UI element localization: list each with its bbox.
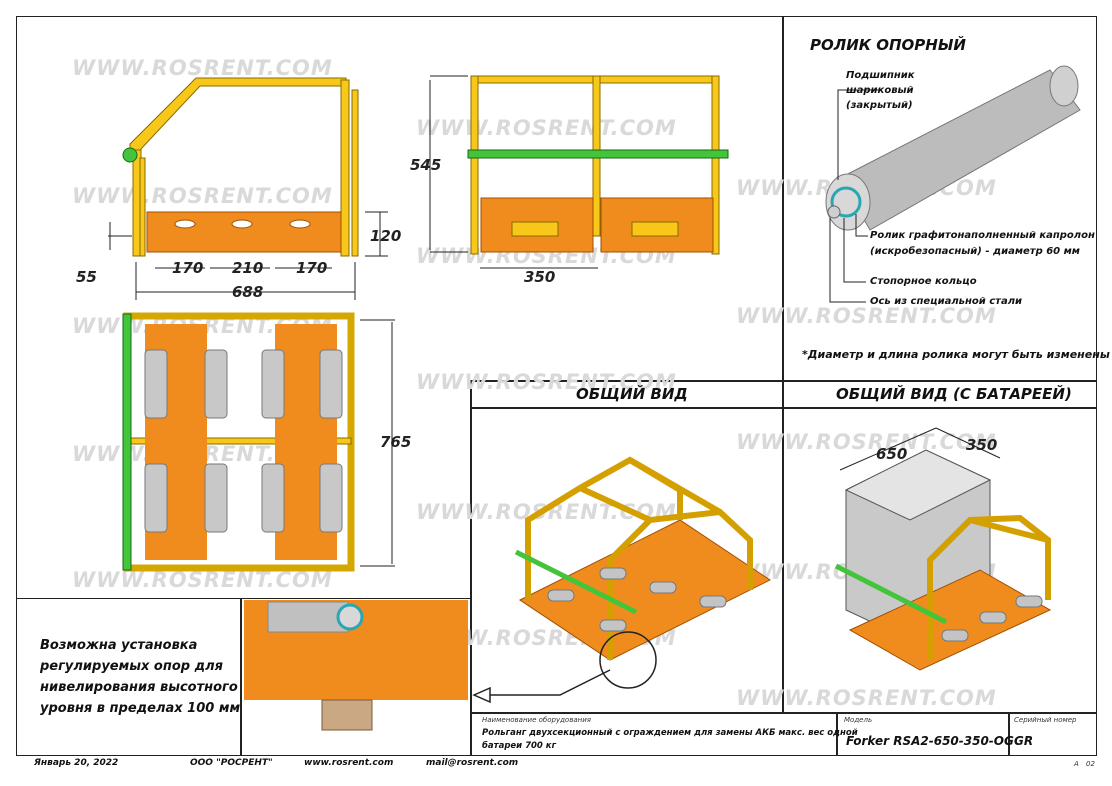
roller-note: *Диаметр и длина ролика могут быть измен… <box>802 348 1110 361</box>
sheet-letter: А <box>1074 760 1079 768</box>
serial-value: GR <box>1014 734 1034 748</box>
outer-frame <box>16 16 1097 756</box>
divider-roller-v <box>782 16 784 381</box>
model-value: Forker RSA2-650-350-OG <box>846 734 1014 748</box>
detail-roller <box>267 601 349 633</box>
roller-leaders <box>829 89 880 303</box>
battery-dim-lines <box>839 427 1001 471</box>
dim-545: 545 <box>410 156 442 174</box>
roller-ring-label: Стопорное кольцо <box>870 276 977 287</box>
roller-axle <box>827 205 841 219</box>
watermark: WWW.ROSRENT.COM <box>736 430 997 454</box>
footer-mail[interactable]: mail@rosrent.com <box>426 758 519 768</box>
side-view-slots <box>174 219 311 229</box>
roller-title: РОЛИК ОПОРНЫЙ <box>810 36 966 54</box>
roller-axis-label: Ось из специальной стали <box>870 296 1023 307</box>
footer-web[interactable]: www.rosrent.com <box>304 758 394 768</box>
titleblock-top <box>470 712 1097 714</box>
footer-date: Январь 20, 2022 <box>34 758 119 768</box>
roller-material-label: Ролик графитонаполненный капролон <box>870 230 1095 241</box>
watermark: WWW.ROSRENT.COM <box>416 370 677 394</box>
side-view-base <box>146 211 342 253</box>
front-view-green-bar <box>467 149 729 159</box>
note-box-divider <box>240 598 242 756</box>
equipment-name: Рольганг двухсекционный с ограждением дл… <box>482 728 858 738</box>
iso-detail-arrow <box>472 669 611 704</box>
divider-views-v <box>470 380 472 756</box>
dim-170b: 170 <box>296 259 328 277</box>
sheet-number: 02 <box>1086 760 1095 768</box>
top-view-green-rail <box>122 313 132 571</box>
view-title-general: ОБЩИЙ ВИД <box>576 385 688 403</box>
battery-box-top <box>844 449 992 521</box>
watermark: WWW.ROSRENT.COM <box>72 184 333 208</box>
divider-views-h <box>470 380 1097 382</box>
side-view-frame-rails <box>129 77 359 257</box>
dim-350-front: 350 <box>524 268 556 286</box>
watermark: WWW.ROSRENT.COM <box>736 304 997 328</box>
equipment-label: Наименование оборудования <box>482 716 591 724</box>
dim-210: 210 <box>232 259 264 277</box>
model-label: Модель <box>844 716 873 724</box>
battery-frame <box>927 514 1051 660</box>
watermark: WWW.ROSRENT.COM <box>736 686 997 710</box>
note-line: нивелирования высотного <box>40 680 238 695</box>
titleblock-v2 <box>1008 712 1010 756</box>
note-line: Возможна установка <box>40 638 198 653</box>
watermark: WWW.ROSRENT.COM <box>416 116 677 140</box>
roller-bearing-label: Подшипник <box>846 70 915 81</box>
dim-120: 120 <box>370 227 402 245</box>
side-view-dim-lines <box>108 75 598 567</box>
roller-end-cap <box>1049 65 1079 107</box>
divider-views-mid <box>782 380 784 712</box>
serial-label: Серийный номер <box>1014 716 1077 724</box>
battery-base <box>848 569 1052 671</box>
roller-material-label: (искробезопасный) - диаметр 60 мм <box>870 246 1080 257</box>
footer-company: ООО "РОСРЕНТ" <box>190 758 273 768</box>
detail-bearing <box>336 603 364 631</box>
equipment-name: батареи 700 кг <box>482 741 557 751</box>
dim-55: 55 <box>76 268 97 286</box>
view-title-battery: ОБЩИЙ ВИД (С БАТАРЕЕЙ) <box>836 385 1072 403</box>
dim-350-iso: 350 <box>966 436 998 454</box>
titleblock-v1 <box>836 712 838 756</box>
watermark: WWW.ROSRENT.COM <box>72 56 333 80</box>
iso-detail-circle <box>599 631 657 689</box>
dim-688: 688 <box>232 283 264 301</box>
front-view-brackets <box>511 221 679 237</box>
note-line: уровня в пределах 100 мм <box>40 701 241 716</box>
detail-foot <box>321 699 373 731</box>
roller-bearing-label: (закрытый) <box>846 100 913 111</box>
note-box-frame <box>16 598 471 756</box>
iso-rollers <box>547 567 727 632</box>
side-view-green-knob <box>122 147 138 163</box>
battery-green-bar <box>834 563 948 625</box>
roller-bearing-label: шариковый <box>846 85 914 96</box>
dim-765: 765 <box>380 433 412 451</box>
dim-650: 650 <box>876 445 908 463</box>
watermark: WWW.ROSRENT.COM <box>72 568 333 592</box>
views-title-underline <box>470 407 1097 409</box>
top-view-rollers <box>144 349 343 533</box>
dim-170a: 170 <box>172 259 204 277</box>
iso-green-bar <box>514 549 638 615</box>
roller-bearing-ring <box>830 186 862 218</box>
battery-rollers <box>941 595 1043 642</box>
note-line: регулируемых опор для <box>40 659 223 674</box>
